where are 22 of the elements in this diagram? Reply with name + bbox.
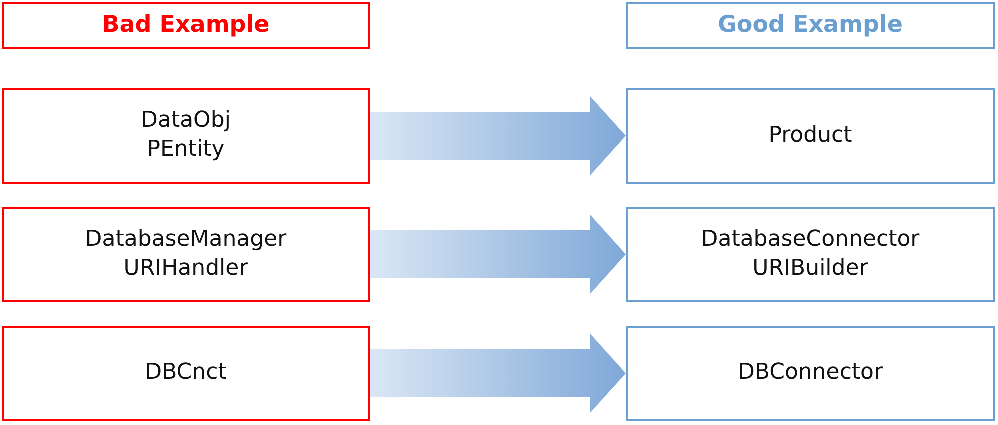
block-arrow xyxy=(370,214,626,294)
class-name-box xyxy=(2,88,370,184)
class-name: DatabaseManager xyxy=(85,226,287,254)
class-name-box xyxy=(626,88,995,184)
class-name: URIBuilder xyxy=(752,254,868,282)
class-name-box xyxy=(2,326,370,421)
class-name-box xyxy=(626,326,995,421)
block-arrow xyxy=(370,334,626,414)
class-name: DBCnct xyxy=(145,359,227,388)
class-name: DatabaseConnector xyxy=(701,226,920,254)
class-name: DBConnector xyxy=(738,359,884,388)
class-name: PEntity xyxy=(147,136,225,164)
header-box xyxy=(626,2,995,49)
class-name: Product xyxy=(768,122,852,150)
heading: Bad Example xyxy=(102,10,270,40)
class-name-box xyxy=(2,207,370,302)
class-name: URIHandler xyxy=(124,254,248,282)
header-box xyxy=(2,2,370,49)
heading: Good Example xyxy=(718,10,903,40)
block-arrow xyxy=(370,96,626,176)
class-name: DataObj xyxy=(141,107,231,136)
class-name-box xyxy=(626,207,995,302)
